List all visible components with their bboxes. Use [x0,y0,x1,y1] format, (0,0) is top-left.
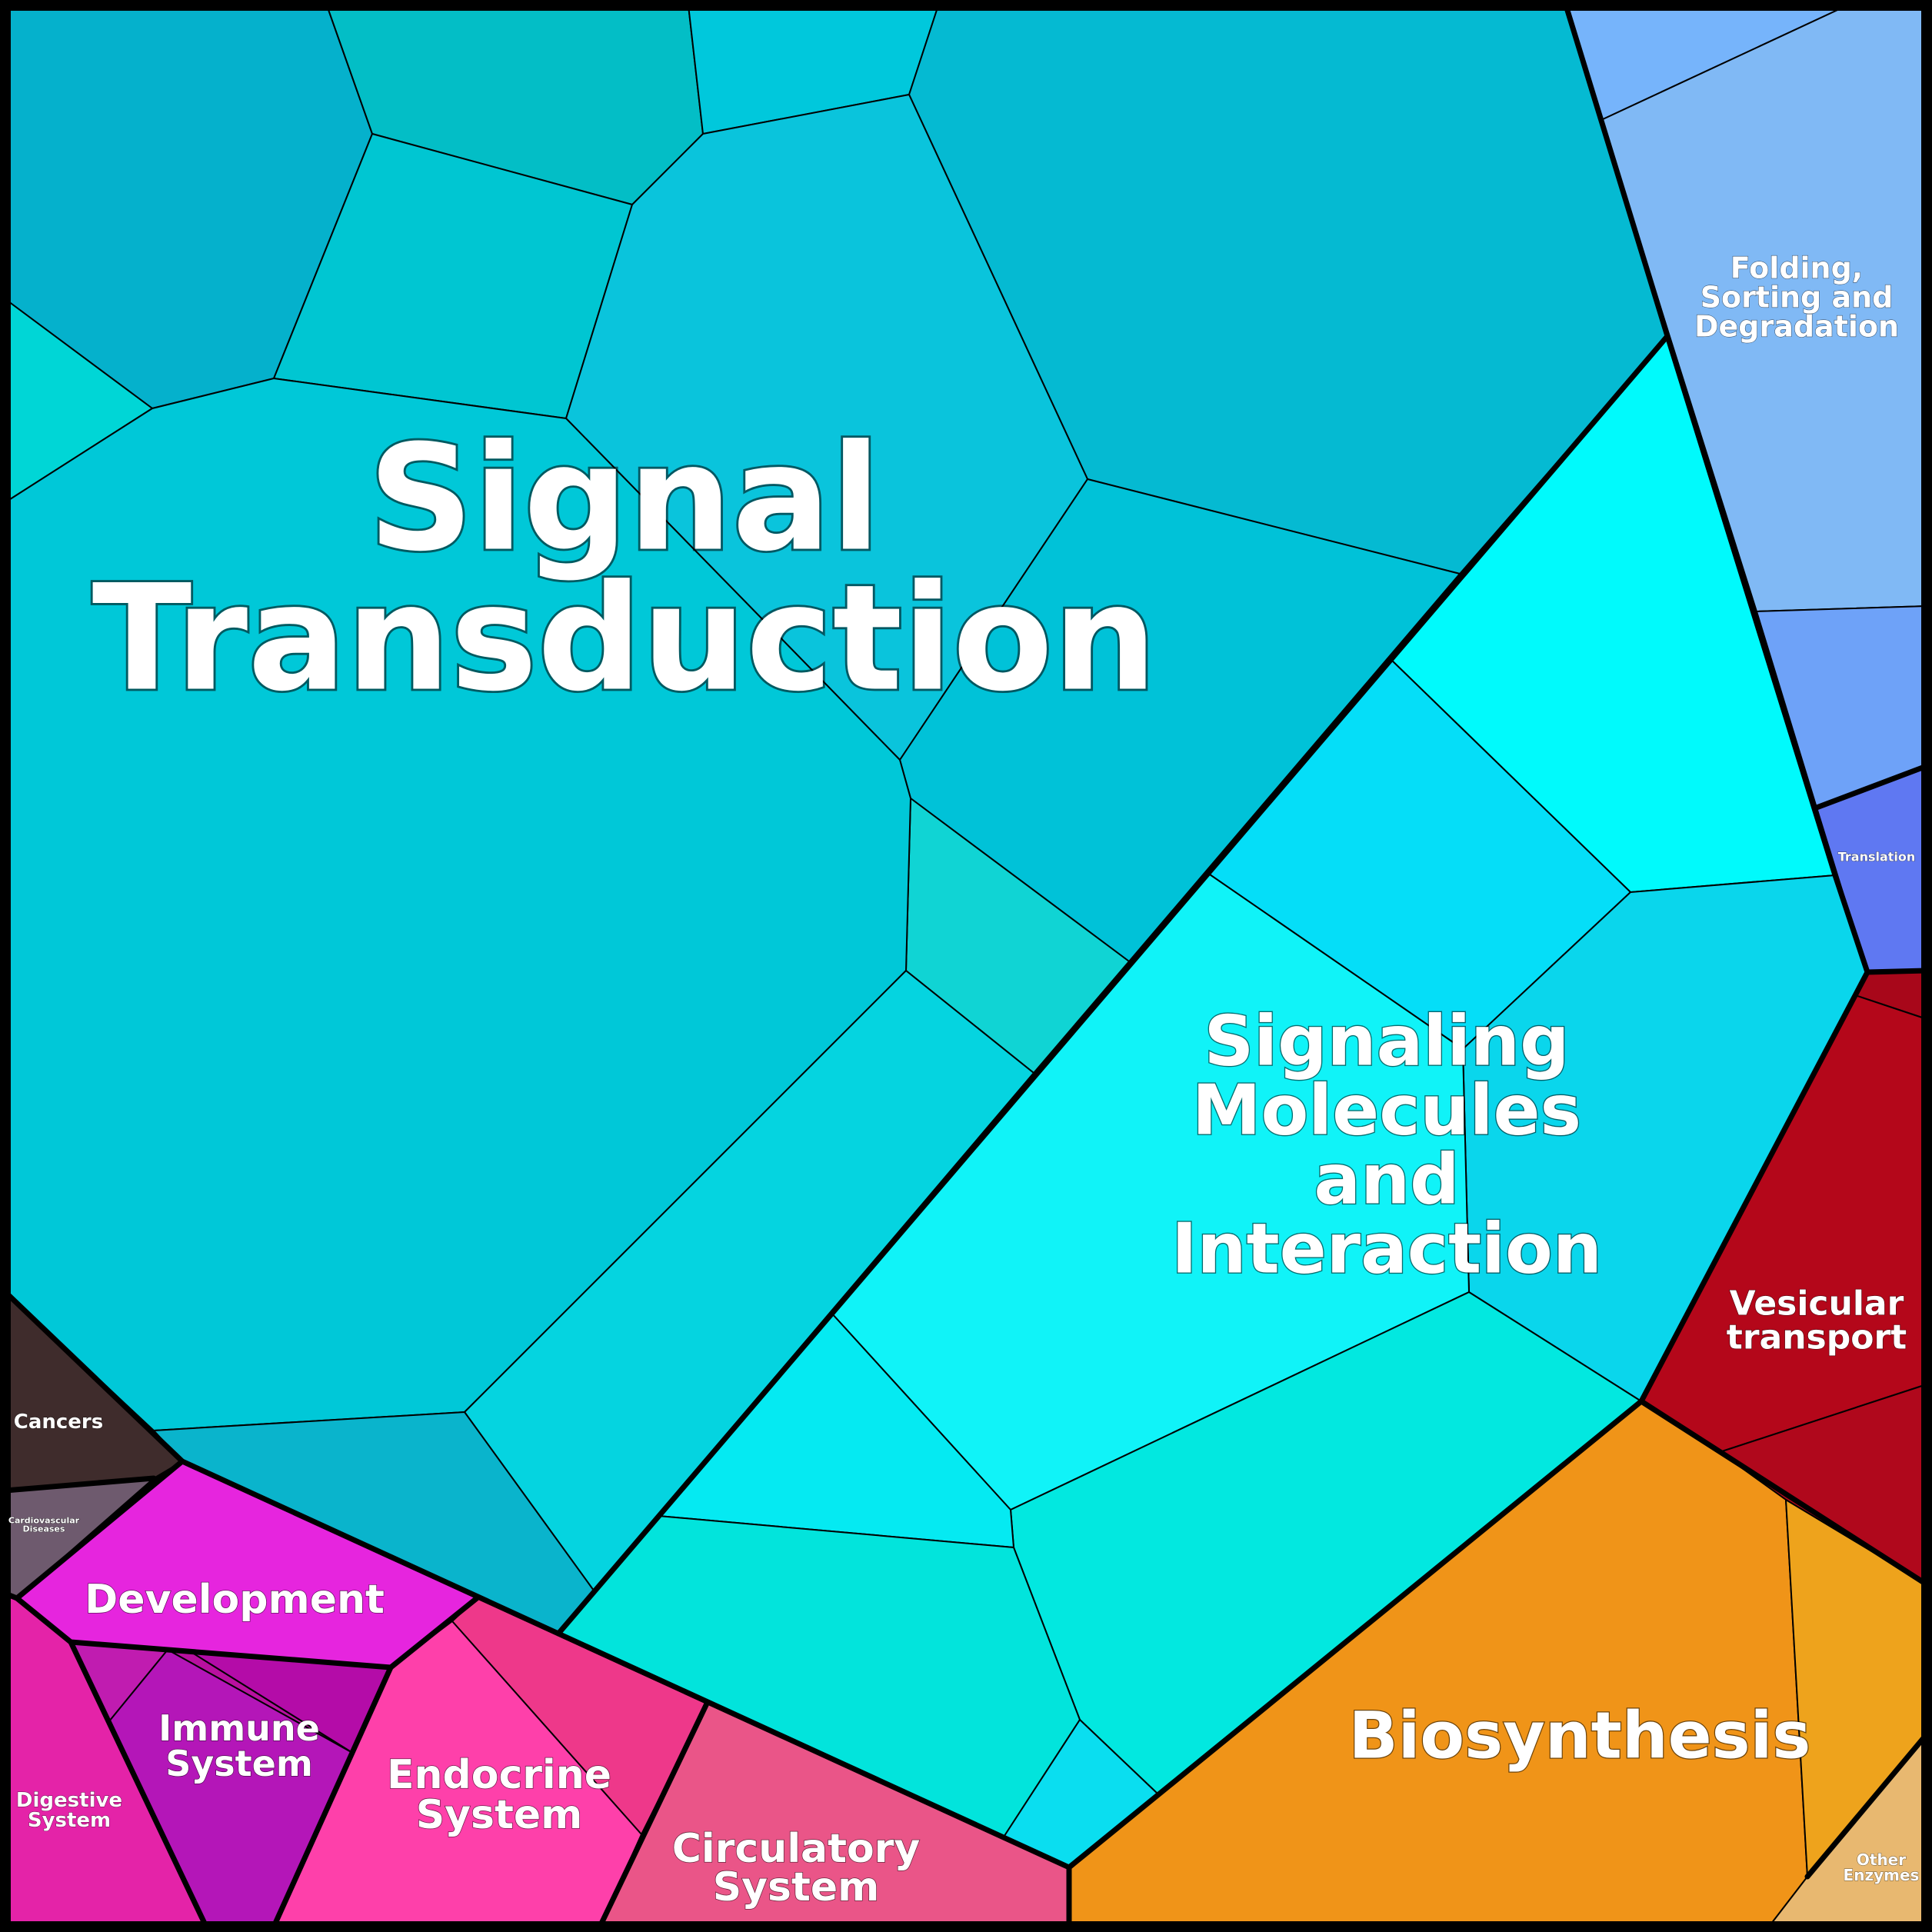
boundary [555,333,1671,1637]
label-line: Endocrine [387,1752,611,1798]
boundary [1638,1398,1930,1587]
label-line: System [416,1792,583,1838]
label-cancers: Cancers [14,1411,103,1434]
label-line: System [165,1743,313,1784]
boundary [1563,2,1870,975]
label-development: Development [85,1577,385,1623]
boundary [1804,1731,1930,1880]
boundary [1864,968,1930,975]
group-immune-cells [70,1641,391,1927]
label-line: Immune [158,1707,320,1749]
label-line: System [28,1809,111,1832]
label-line: Transduction [92,554,1158,724]
label-biosynthesis: Biosynthesis [1349,1697,1811,1773]
label-line: transport [1727,1317,1907,1357]
label-line: Folding, [1730,251,1863,285]
label-line: and [1314,1140,1459,1221]
label-line: Biosynthesis [1349,1697,1811,1773]
label-line: Diseases [23,1524,65,1534]
label-line: Signaling [1204,1001,1569,1082]
boundary [1814,763,1930,811]
boundary [2,1289,1072,1870]
label-line: System [713,1864,880,1910]
label-line: Enzymes [1844,1866,1920,1884]
label-line: Sorting and [1700,280,1894,314]
label-line: Signal [368,414,881,584]
group-signal-transduction-cells [5,5,1668,1634]
label-line: Development [85,1577,385,1623]
label-line: Digestive [16,1789,122,1812]
label-line: Circulatory [672,1826,921,1872]
boundary [2,1475,157,1494]
group-folding-cells [1565,5,1927,808]
group-signaling-molecules-cells [558,335,1868,1868]
label-line: Molecules [1192,1071,1581,1151]
boundary [1066,969,1870,1930]
boundary [14,1595,480,1671]
label-line: Vesicular [1730,1284,1904,1323]
label-line: Degradation [1694,309,1899,343]
boundary [68,1639,209,1930]
label-line: Cardiovascular [8,1515,80,1525]
boundary [597,1700,710,1930]
label-line: Other [1857,1850,1906,1869]
label-line: Cancers [14,1411,103,1434]
boundary [271,1664,394,1930]
label-line: Translation [1838,850,1916,864]
label-translation: Translation [1838,850,1916,864]
label-line: Interaction [1171,1209,1602,1290]
